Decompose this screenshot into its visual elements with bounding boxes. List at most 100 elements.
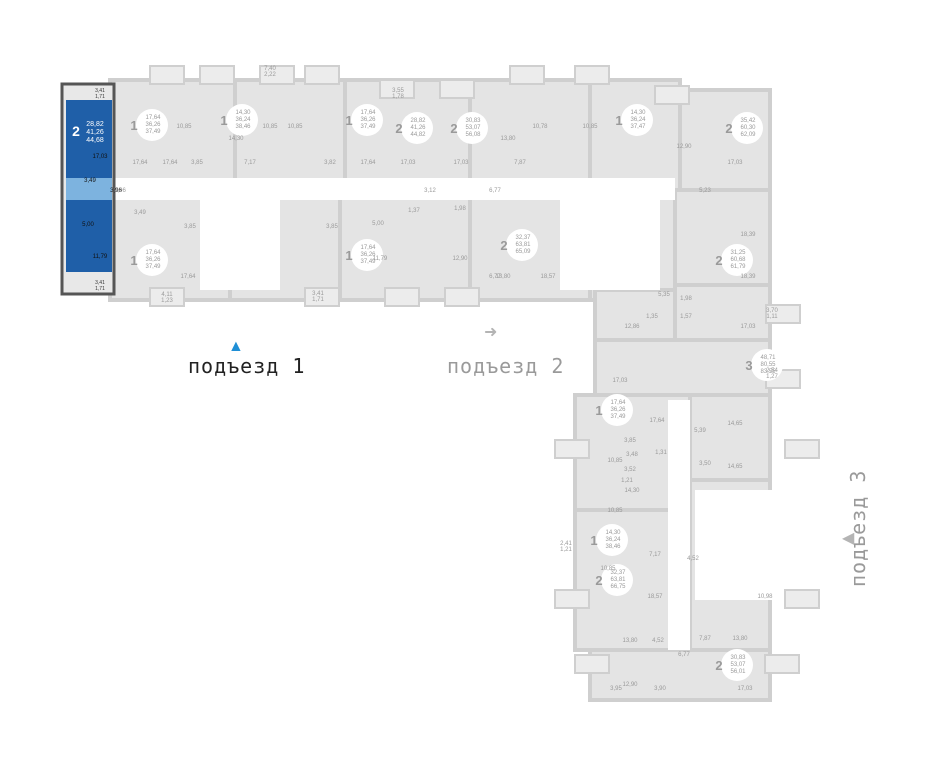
room-label-74: 2,22 xyxy=(264,72,276,78)
room-label-27: 18,57 xyxy=(540,274,556,280)
stair-hall-1 xyxy=(200,200,280,290)
room-label-69: 3,70 xyxy=(766,308,778,314)
wing-13 xyxy=(673,283,772,342)
room-label-23: 3,85 xyxy=(326,224,338,230)
room-label-9: 3,82 xyxy=(324,160,336,166)
apartment-badge-a1 xyxy=(136,109,168,141)
apartment-room-1 xyxy=(66,100,112,178)
apartment-balcony-bottom-2: 1,71 xyxy=(95,286,105,292)
balcony-11 xyxy=(304,287,340,307)
room-label-2: 14,30 xyxy=(228,136,244,142)
apartment-room-label-4: 5,00 xyxy=(82,222,94,228)
apartment-room-label-5: 11,79 xyxy=(93,254,108,260)
apartment-balcony-top-2: 1,71 xyxy=(95,94,105,100)
apartment-area-a3-1: 17,64 xyxy=(360,110,376,116)
room-label-42: 4,52 xyxy=(652,638,664,644)
stair-hall-3 xyxy=(695,490,775,600)
corridor-main xyxy=(115,178,675,200)
apartment-area-a7-2: 60,30 xyxy=(740,125,756,131)
apartment-area-a8-2: 36,26 xyxy=(145,257,161,263)
apartment-area-a10-1: 32,37 xyxy=(515,235,531,241)
room-label-41: 13,80 xyxy=(622,638,638,644)
entrance-2-label[interactable]: подъезд 2 xyxy=(447,354,565,378)
room-label-47: 10,98 xyxy=(757,594,773,600)
apartment-badge-a5 xyxy=(456,112,488,144)
apartment-area-a11-2: 60,68 xyxy=(730,257,746,263)
balcony-8 xyxy=(574,65,610,85)
entrance-3-label[interactable]: подъезд 3 xyxy=(846,469,870,587)
apartment-rooms-a13: 1 xyxy=(595,403,602,418)
apartment-badge-a15 xyxy=(601,564,633,596)
apartment-rooms-a1: 1 xyxy=(130,118,137,133)
apartment-area-a1-1: 17,64 xyxy=(145,115,161,121)
apartment-area-a16-1: 30,83 xyxy=(730,655,746,661)
apartment-area-a8-1: 17,64 xyxy=(145,250,161,256)
balcony-16 xyxy=(554,439,590,459)
entrance-2-arrow-icon: ➜ xyxy=(484,324,498,341)
stair-hall-2 xyxy=(560,200,660,290)
apartment-badge-a10 xyxy=(506,229,538,261)
room-label-61: 4,11 xyxy=(161,292,173,298)
apartment-badge-a8 xyxy=(136,244,168,276)
corridor-south xyxy=(668,400,690,650)
room-label-13: 10,85 xyxy=(582,124,598,130)
room-label-82: 1,21 xyxy=(621,478,633,484)
apartment-area-a11-1: 31,25 xyxy=(730,250,746,256)
room-label-73: 7,40 xyxy=(264,66,276,72)
apartment-bath xyxy=(66,178,112,200)
room-label-21: 3,96 xyxy=(114,188,126,194)
room-label-50: 4,52 xyxy=(687,556,699,562)
apartment-area-a13-3: 37,49 xyxy=(610,414,626,420)
apartment-badge-a14 xyxy=(596,524,628,556)
apartment-area-a8-3: 37,49 xyxy=(145,264,161,270)
apartment-area-a7-1: 35,42 xyxy=(740,118,756,124)
apartment-room-2 xyxy=(66,200,112,272)
apartment-area-a6-2: 36,24 xyxy=(630,117,646,123)
apartment-area-a2-1: 14,30 xyxy=(235,110,251,116)
balcony-12 xyxy=(384,287,420,307)
apartment-badge-a13 xyxy=(601,394,633,426)
apartment-rooms-a16: 2 xyxy=(715,658,722,673)
apartment-area-a5-2: 53,07 xyxy=(465,125,481,131)
room-label-11: 13,80 xyxy=(500,136,516,142)
apartment-badge-a4 xyxy=(401,112,433,144)
apartment-area-a13-2: 36,26 xyxy=(610,407,626,413)
building-outline xyxy=(108,65,820,702)
apartment-rooms-a9: 1 xyxy=(345,248,352,263)
room-label-32: 17,03 xyxy=(612,378,628,384)
room-label-5: 17,64 xyxy=(132,160,148,166)
apartment-badge-a12 xyxy=(751,349,783,381)
room-label-80: 3,52 xyxy=(624,467,636,473)
room-label-76: 1,57 xyxy=(680,314,692,320)
room-label-40: 18,57 xyxy=(647,594,663,600)
apartment-balcony-top-1: 3,41 xyxy=(95,88,105,94)
wing-15 xyxy=(593,338,772,397)
apartment-area-a12-3: 83,55 xyxy=(760,369,776,375)
apartment-area-a15-1: 32,37 xyxy=(610,570,626,576)
room-label-36: 10,85 xyxy=(607,458,623,464)
balcony-3 xyxy=(259,65,295,85)
room-label-79: 3,50 xyxy=(699,461,711,467)
apartment-rooms-a15: 2 xyxy=(595,573,602,588)
apartment-rooms-a11: 2 xyxy=(715,253,722,268)
apartment-area-a5-3: 56,08 xyxy=(465,132,481,138)
room-label-8: 7,17 xyxy=(244,160,256,166)
entrance-3-arrow-icon: ◀ xyxy=(842,530,855,547)
entrance-1-label[interactable]: подъезд 1 xyxy=(188,354,306,378)
room-label-57: 1,98 xyxy=(680,296,692,302)
apartment-badge-a16 xyxy=(721,649,753,681)
apartment-area-a10-2: 63,81 xyxy=(515,242,531,248)
room-label-37: 14,30 xyxy=(624,488,640,494)
apartment-rooms-a5: 2 xyxy=(450,121,457,136)
room-label-25: 12,90 xyxy=(452,256,468,262)
apartment-area-a2-3: 38,46 xyxy=(235,124,251,130)
balcony-1 xyxy=(149,65,185,85)
room-label-22: 3,85 xyxy=(184,224,196,230)
apartment-rooms-a14: 1 xyxy=(590,533,597,548)
apartment-badge-a9 xyxy=(351,239,383,271)
apartment-area-a13-1: 17,64 xyxy=(610,400,626,406)
room-label-68: 1,27 xyxy=(766,374,778,380)
room-label-56: 5,35 xyxy=(658,292,670,298)
balcony-20 xyxy=(574,654,610,674)
